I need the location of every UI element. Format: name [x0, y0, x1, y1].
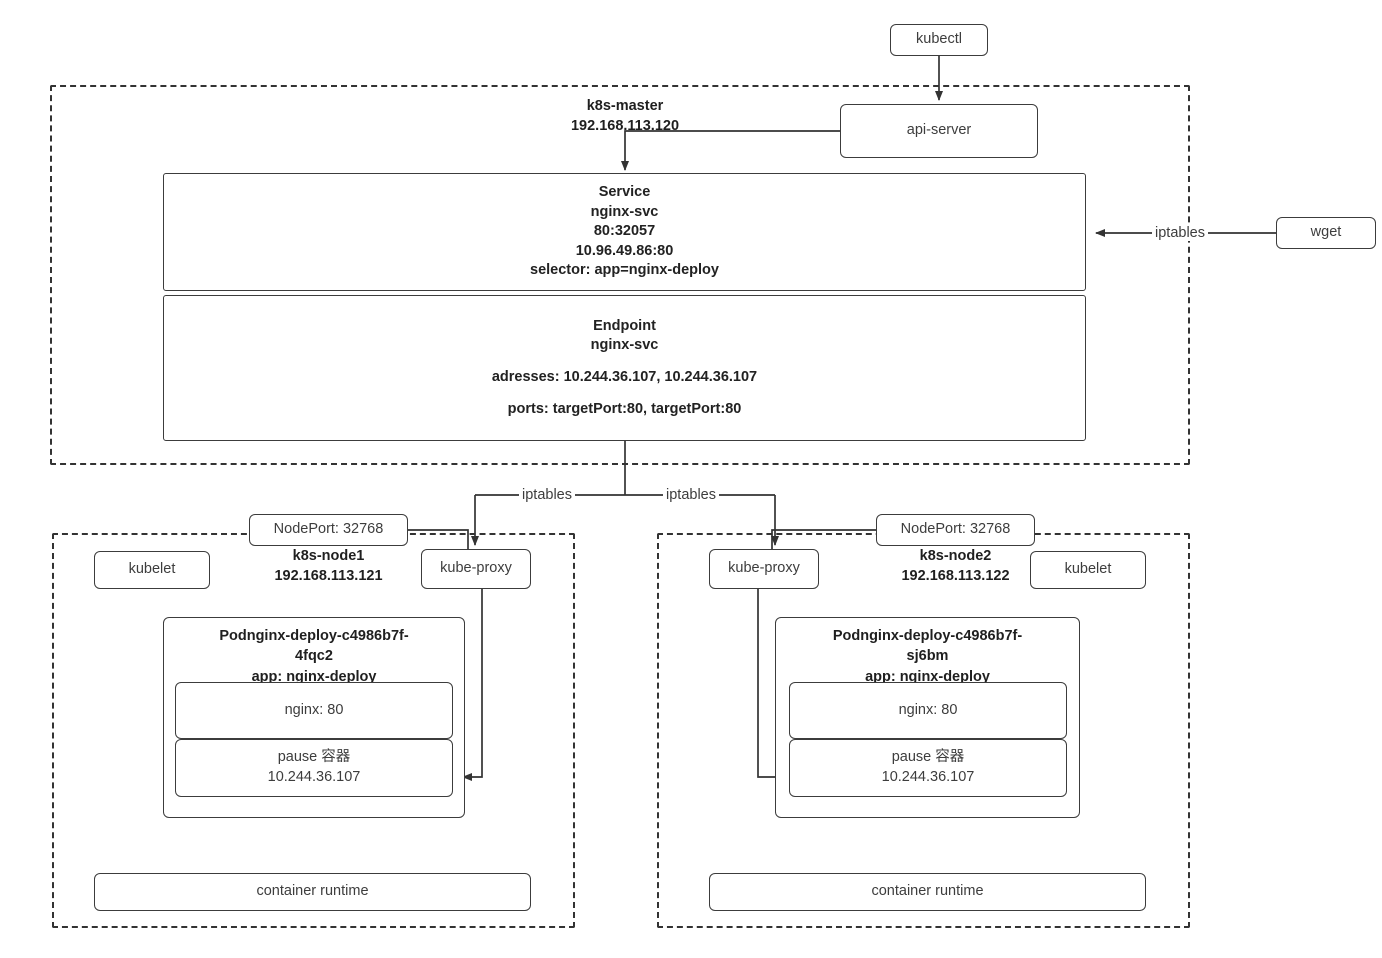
service-cluster-ip: 10.96.49.86:80 [575, 242, 674, 259]
node2-kubelet-box[interactable]: kubelet [1030, 551, 1146, 589]
k8s-master-title: k8s-master 192.168.113.120 [505, 96, 745, 137]
node2-pause-ip: 10.244.36.107 [881, 769, 975, 785]
iptables-label-node2: iptables [663, 488, 719, 503]
service-name: nginx-svc [590, 203, 659, 220]
node1-kubelet-label: kubelet [128, 561, 176, 578]
node2-pod-name-line2: sj6bm [906, 648, 949, 665]
node2-kubelet-label: kubelet [1064, 561, 1112, 578]
node1-pod-app: app: nginx-deploy [251, 668, 377, 685]
node1-pause-label: pause 容器 [277, 749, 351, 766]
node2-nodeport-label: NodePort: 32768 [900, 521, 1011, 538]
endpoint-kind: Endpoint [593, 317, 656, 334]
endpoint-box[interactable]: Endpoint nginx-svc adresses: 10.244.36.1… [163, 295, 1086, 441]
node1-nodeport-box[interactable]: NodePort: 32768 [249, 514, 408, 546]
api-server-box[interactable]: api-server [840, 104, 1038, 158]
node1-pod-box[interactable]: Podnginx-deploy-c4986b7f- 4fqc2 app: ngi… [163, 617, 465, 818]
iptables-label-wget: iptables [1152, 226, 1208, 241]
node1-kubelet-box[interactable]: kubelet [94, 551, 210, 589]
node1-container-nginx[interactable]: nginx: 80 [175, 682, 453, 739]
node1-pod-name-line1: Podnginx-deploy-c4986b7f- [219, 628, 409, 644]
node1-kube-proxy-box[interactable]: kube-proxy [421, 549, 531, 589]
k8s-master-zone [50, 85, 1190, 465]
node2-pod-box[interactable]: Podnginx-deploy-c4986b7f- sj6bm app: ngi… [775, 617, 1080, 818]
k8s-master-name: k8s-master [586, 98, 664, 114]
service-box[interactable]: Service nginx-svc 80:32057 10.96.49.86:8… [163, 173, 1086, 291]
node2-name: k8s-node2 [919, 548, 992, 564]
iptables-label-node1: iptables [519, 488, 575, 503]
node2-container-runtime-box[interactable]: container runtime [709, 873, 1146, 911]
node2-pod-name-line1: Podnginx-deploy-c4986b7f- [832, 628, 1023, 644]
kubectl-box[interactable]: kubectl [890, 24, 988, 56]
node2-kube-proxy-label: kube-proxy [728, 560, 800, 577]
api-server-label: api-server [906, 122, 972, 139]
node1-title: k8s-node1 192.168.113.121 [249, 546, 408, 587]
node1-name: k8s-node1 [292, 548, 365, 564]
service-kind: Service [598, 184, 651, 201]
node2-pause-label: pause 容器 [891, 749, 965, 766]
endpoint-ports: ports: targetPort:80, targetPort:80 [507, 400, 742, 417]
node2-nodeport-box[interactable]: NodePort: 32768 [876, 514, 1035, 546]
node1-container-runtime-box[interactable]: container runtime [94, 873, 531, 911]
node1-ip: 192.168.113.121 [274, 568, 383, 585]
node2-title: k8s-node2 192.168.113.122 [876, 546, 1035, 587]
node1-container-nginx-label: nginx: 80 [284, 701, 344, 718]
node2-container-nginx[interactable]: nginx: 80 [789, 682, 1067, 739]
node1-pod-title: Podnginx-deploy-c4986b7f- 4fqc2 app: ngi… [164, 626, 464, 687]
node1-container-runtime-label: container runtime [256, 883, 369, 900]
node1-pause-ip: 10.244.36.107 [267, 769, 361, 785]
node2-container-nginx-label: nginx: 80 [898, 701, 958, 718]
node2-pod-title: Podnginx-deploy-c4986b7f- sj6bm app: ngi… [776, 626, 1079, 687]
node2-kube-proxy-box[interactable]: kube-proxy [709, 549, 819, 589]
node2-ip: 192.168.113.122 [901, 568, 1010, 585]
node1-pod-name-line2: 4fqc2 [295, 648, 333, 665]
node1-pause-container[interactable]: pause 容器 10.244.36.107 [175, 739, 453, 797]
wget-label: wget [1310, 224, 1342, 241]
k8s-master-ip: 192.168.113.120 [570, 118, 680, 135]
endpoint-addresses: adresses: 10.244.36.107, 10.244.36.107 [491, 369, 758, 385]
wget-box[interactable]: wget [1276, 217, 1376, 249]
node2-container-runtime-label: container runtime [871, 883, 984, 900]
service-port-mapping: 80:32057 [593, 223, 656, 240]
node2-pause-container[interactable]: pause 容器 10.244.36.107 [789, 739, 1067, 797]
node2-pod-app: app: nginx-deploy [865, 668, 990, 685]
endpoint-name: nginx-svc [590, 337, 659, 354]
service-selector: selector: app=nginx-deploy [530, 262, 719, 279]
node1-nodeport-label: NodePort: 32768 [273, 521, 384, 538]
node1-kube-proxy-label: kube-proxy [440, 560, 512, 577]
kubectl-label: kubectl [916, 31, 962, 48]
